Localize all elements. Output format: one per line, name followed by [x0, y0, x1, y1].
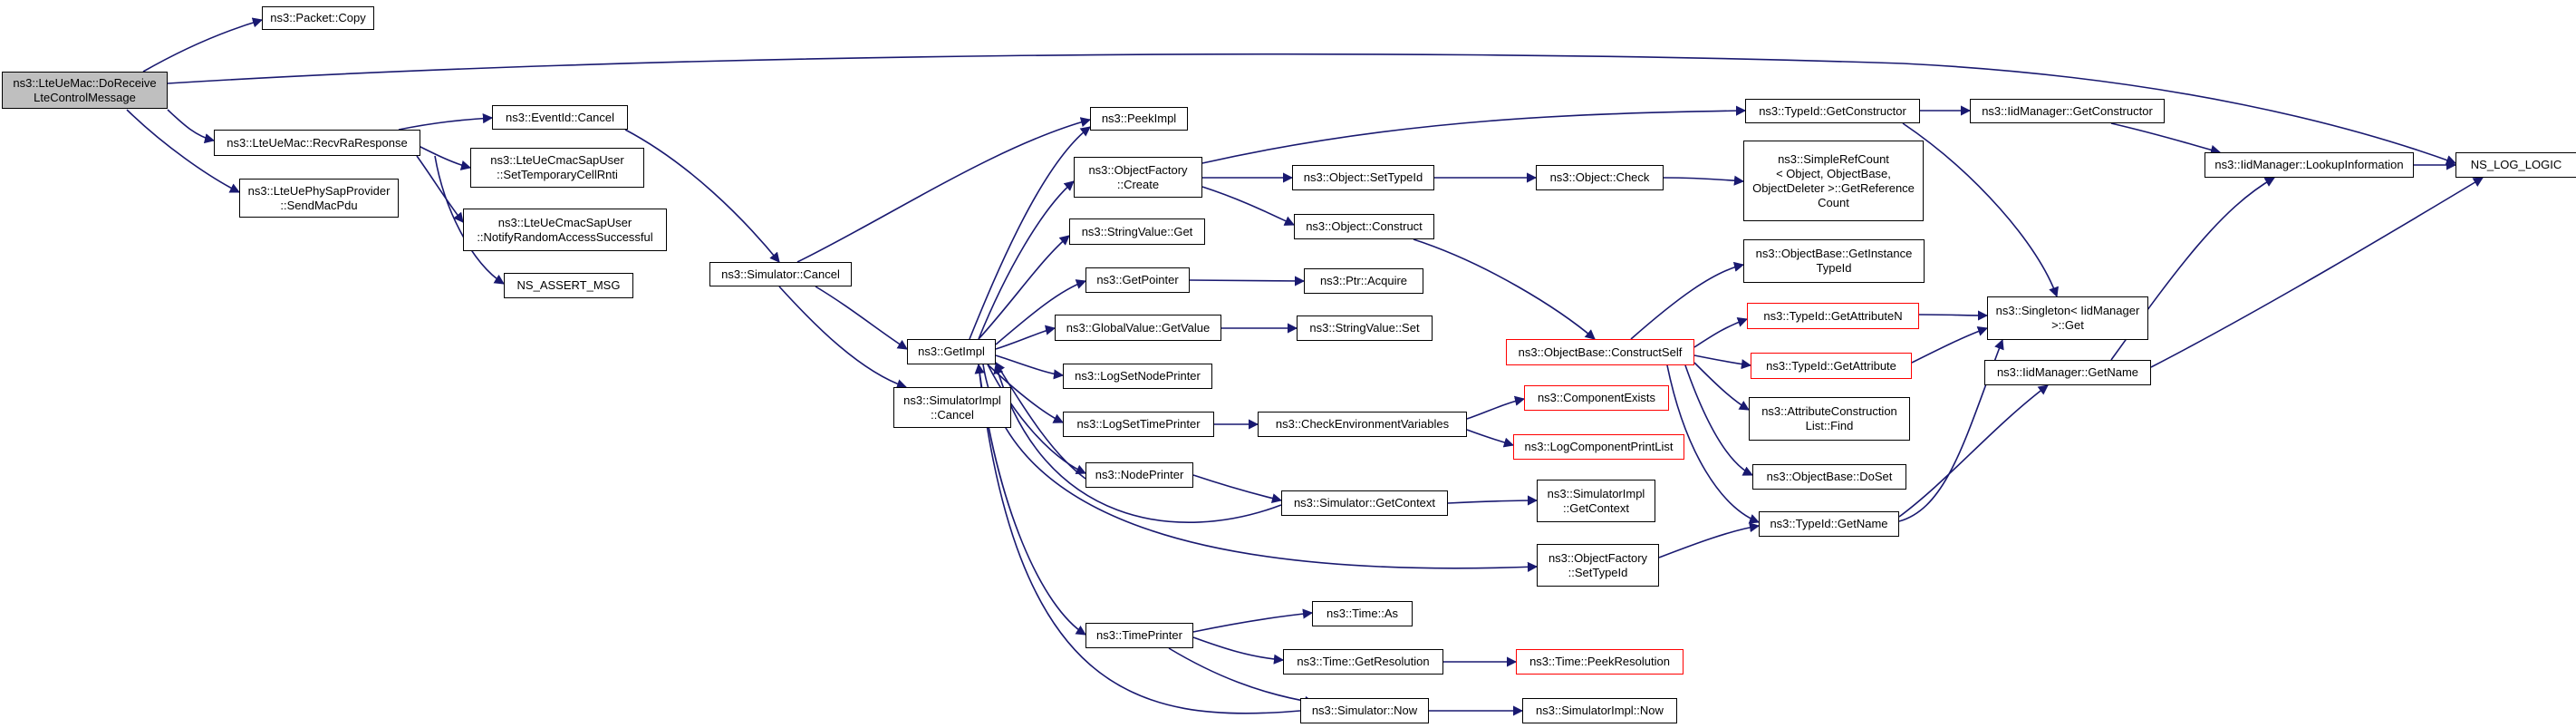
node-attrconstructionlist[interactable]: ns3::AttributeConstruction List::Find — [1749, 397, 1910, 441]
node-simimpl-getcontext[interactable]: ns3::SimulatorImpl ::GetContext — [1537, 480, 1655, 522]
node-packet-copy[interactable]: ns3::Packet::Copy — [262, 6, 374, 30]
node-getinstancetypeid[interactable]: ns3::ObjectBase::GetInstance TypeId — [1743, 239, 1925, 283]
edge-constructself-attrconstructionlist — [1693, 362, 1750, 411]
edge-getimpl-getpointer — [995, 279, 1087, 345]
edge-typeid-getname-iidmanager-getname — [1898, 384, 2049, 518]
edge-event-sim-cancel — [624, 129, 780, 263]
node-constructself[interactable]: ns3::ObjectBase::ConstructSelf — [1506, 339, 1694, 365]
node-check-env[interactable]: ns3::CheckEnvironmentVariables — [1258, 412, 1467, 437]
edge-getimpl-of-create — [978, 180, 1075, 340]
edge-getimpl-globalvalue — [995, 325, 1056, 350]
node-logsetnodeprinter[interactable]: ns3::LogSetNodePrinter — [1063, 364, 1212, 389]
node-of-create[interactable]: ns3::ObjectFactory ::Create — [1074, 157, 1202, 198]
edge-constructself-getattribute — [1693, 354, 1752, 370]
node-assert-msg[interactable]: NS_ASSERT_MSG — [504, 273, 633, 298]
edge-constructself-doset — [1684, 364, 1754, 476]
node-logsettimeprinter[interactable]: ns3::LogSetTimePrinter — [1063, 412, 1214, 437]
edge-getimpl-logsetnodeprinter — [995, 354, 1065, 380]
call-edges — [126, 17, 2484, 716]
edge-getimpl-of-settypeid — [982, 364, 1539, 572]
node-ns-log-logic[interactable]: NS_LOG_LOGIC — [2455, 152, 2576, 178]
node-simimpl-now[interactable]: ns3::SimulatorImpl::Now — [1522, 698, 1677, 723]
edge-root-recv-ra-response — [167, 109, 216, 144]
edge-check-env-logcomponentprintlist — [1466, 429, 1515, 448]
edge-iidmanager-getconstructor-lookupinformation — [2110, 122, 2222, 155]
edge-sim-cancel-simimpl-cancel — [778, 286, 908, 390]
node-object-construct[interactable]: ns3::Object::Construct — [1294, 214, 1434, 239]
edge-constructself-getattributen — [1693, 317, 1749, 348]
node-iidmanager-getname[interactable]: ns3::IidManager::GetName — [1984, 360, 2151, 385]
node-ptr-acquire[interactable]: ns3::Ptr::Acquire — [1304, 268, 1423, 294]
node-recv-ra-response[interactable]: ns3::LteUeMac::RecvRaResponse — [214, 130, 420, 156]
node-time-as[interactable]: ns3::Time::As — [1312, 601, 1413, 626]
edge-constructself-getinstancetypeid — [1630, 261, 1745, 340]
edge-getimpl-peekimpl — [969, 126, 1091, 340]
node-event-cancel[interactable]: ns3::EventId::Cancel — [492, 105, 628, 130]
node-send-mac-pdu[interactable]: ns3::LteUePhySapProvider ::SendMacPdu — [239, 179, 399, 218]
edge-sim-getcontext-simimpl-getcontext — [1447, 495, 1539, 506]
edge-recv-set-temp-rnti — [416, 144, 472, 170]
node-simplerefcount[interactable]: ns3::SimpleRefCount < Object, ObjectBase… — [1743, 141, 1924, 221]
edge-constructself-typeid-getname — [1666, 364, 1761, 524]
node-typeid-getname[interactable]: ns3::TypeId::GetName — [1759, 511, 1899, 537]
edge-sim-cancel-getimpl — [815, 286, 908, 350]
node-iidmanager-lookupinformation[interactable]: ns3::IidManager::LookupInformation — [2205, 152, 2414, 178]
node-peekimpl[interactable]: ns3::PeekImpl — [1090, 107, 1188, 131]
node-logcomponentprintlist[interactable]: ns3::LogComponentPrintList — [1513, 434, 1684, 460]
edge-sim-now-getimpl — [974, 363, 1301, 714]
edge-of-create-object-construct — [1201, 186, 1296, 226]
edge-recv-notify-ra — [416, 155, 464, 223]
edge-timeprinter-time-as — [1192, 608, 1314, 633]
edge-recv-event-cancel — [398, 113, 494, 131]
node-singleton-get[interactable]: ns3::Singleton< IidManager >::Get — [1987, 296, 2148, 340]
node-getattribute[interactable]: ns3::TypeId::GetAttribute — [1751, 353, 1912, 379]
node-object-check[interactable]: ns3::Object::Check — [1536, 165, 1664, 190]
node-sim-now[interactable]: ns3::Simulator::Now — [1300, 698, 1429, 723]
edge-timeprinter-sim-now — [1168, 647, 1316, 706]
node-timeprinter[interactable]: ns3::TimePrinter — [1085, 623, 1193, 648]
edge-object-check-simplerefcount — [1663, 175, 1745, 186]
edge-root-ns-log-logic — [167, 53, 2457, 165]
edge-check-env-componentexists — [1466, 395, 1526, 420]
edge-typeid-getconstructor-singleton-get — [1902, 122, 2059, 298]
edge-of-settypeid-typeid-getname — [1658, 522, 1761, 558]
node-getpointer[interactable]: ns3::GetPointer — [1085, 267, 1190, 293]
node-iidmanager-getconstructor[interactable]: ns3::IidManager::GetConstructor — [1970, 99, 2165, 123]
node-doset[interactable]: ns3::ObjectBase::DoSet — [1752, 464, 1906, 490]
edge-root-packet-copy — [142, 17, 264, 73]
node-simimpl-cancel[interactable]: ns3::SimulatorImpl ::Cancel — [893, 387, 1011, 428]
edge-getimpl-stringvalue-get — [978, 235, 1070, 340]
node-globalvalue-getvalue[interactable]: ns3::GlobalValue::GetValue — [1055, 315, 1221, 341]
edge-root-send-mac-pdu — [126, 109, 241, 193]
edge-of-create-typeid-getconstructor — [1201, 105, 1747, 164]
edge-getimpl-nodeprinter — [987, 364, 1087, 474]
node-object-settypeid[interactable]: ns3::Object::SetTypeId — [1292, 165, 1434, 190]
node-componentexists[interactable]: ns3::ComponentExists — [1524, 385, 1669, 411]
node-time-getresolution[interactable]: ns3::Time::GetResolution — [1283, 649, 1443, 675]
node-set-temp-rnti[interactable]: ns3::LteUeCmacSapUser ::SetTemporaryCell… — [470, 148, 644, 188]
edge-recv-assert-msg — [434, 155, 505, 285]
node-getattributen[interactable]: ns3::TypeId::GetAttributeN — [1747, 303, 1919, 329]
node-root: ns3::LteUeMac::DoReceive LteControlMessa… — [2, 72, 168, 109]
edge-nodeprinter-getimpl — [995, 362, 1086, 480]
edge-getattribute-singleton-get — [1911, 326, 1989, 364]
node-stringvalue-set[interactable]: ns3::StringValue::Set — [1297, 315, 1433, 341]
edge-timeprinter-time-getresolution — [1192, 636, 1285, 665]
node-stringvalue-get[interactable]: ns3::StringValue::Get — [1069, 218, 1205, 245]
node-of-settypeid[interactable]: ns3::ObjectFactory ::SetTypeId — [1537, 544, 1659, 587]
edge-nodeprinter-sim-getcontext — [1192, 474, 1283, 504]
edge-sim-getcontext-getimpl — [993, 363, 1282, 523]
edge-object-construct-constructself — [1413, 238, 1596, 340]
node-nodeprinter[interactable]: ns3::NodePrinter — [1085, 462, 1193, 488]
node-sim-getcontext[interactable]: ns3::Simulator::GetContext — [1281, 490, 1448, 516]
edge-sim-cancel-peekimpl — [796, 117, 1092, 263]
node-getimpl[interactable]: ns3::GetImpl — [907, 339, 996, 364]
edge-iidmanager-getname-ns-log-logic — [2150, 177, 2484, 368]
node-notify-ra[interactable]: ns3::LteUeCmacSapUser ::NotifyRandomAcce… — [463, 209, 667, 251]
edge-getpointer-ptr-acquire — [1189, 276, 1306, 286]
node-sim-cancel[interactable]: ns3::Simulator::Cancel — [709, 262, 852, 286]
node-time-peekresolution[interactable]: ns3::Time::PeekResolution — [1516, 649, 1684, 675]
node-typeid-getconstructor[interactable]: ns3::TypeId::GetConstructor — [1745, 99, 1920, 123]
